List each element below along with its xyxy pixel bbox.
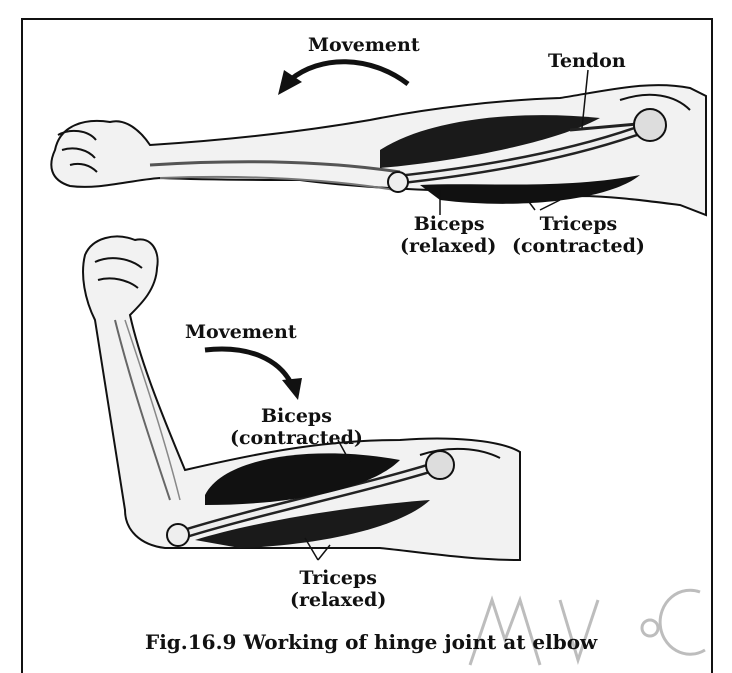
- top-movement-label: Movement: [308, 34, 420, 56]
- top-triceps-label: Triceps (contracted): [512, 213, 645, 257]
- bottom-arm: [83, 236, 520, 560]
- top-biceps-label-line2: (relaxed): [400, 235, 496, 257]
- bottom-movement-arrow: [205, 349, 292, 385]
- bottom-movement-label: Movement: [185, 321, 297, 343]
- tendon-label: Tendon: [548, 50, 626, 72]
- bottom-biceps-label-line1: Biceps: [230, 405, 363, 427]
- top-arm-outline: [51, 85, 706, 215]
- top-biceps-label: Biceps (relaxed): [400, 213, 496, 257]
- top-movement-arrow: [290, 62, 408, 84]
- top-biceps-label-line1: Biceps: [400, 213, 496, 235]
- bottom-triceps-label-line2: (relaxed): [290, 589, 386, 611]
- figure-caption: Fig.16.9 Working of hinge joint at elbow: [145, 630, 597, 654]
- bottom-arm-outline: [83, 236, 520, 560]
- bottom-biceps-label: Biceps (contracted): [230, 405, 363, 449]
- bottom-triceps-label: Triceps (relaxed): [290, 567, 386, 611]
- top-arm: [51, 62, 706, 215]
- top-triceps-label-line2: (contracted): [512, 235, 645, 257]
- bottom-biceps-label-line2: (contracted): [230, 427, 363, 449]
- top-triceps-label-line1: Triceps: [512, 213, 645, 235]
- bottom-triceps-label-line1: Triceps: [290, 567, 386, 589]
